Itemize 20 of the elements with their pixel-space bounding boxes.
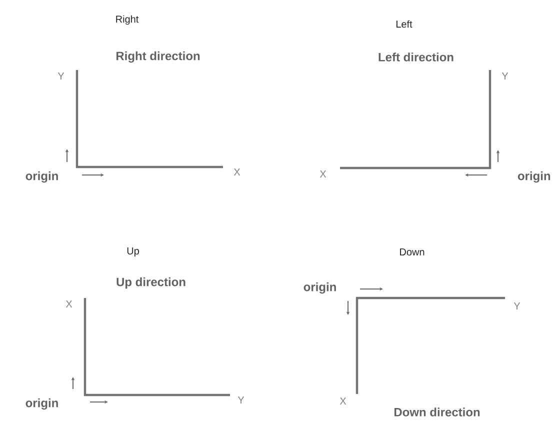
axis-label: Y — [238, 396, 244, 404]
diagram-label: origin — [518, 171, 550, 183]
diagram-label: origin — [26, 398, 58, 410]
diagram-label: origin — [26, 171, 58, 183]
axis-label: X — [66, 300, 72, 308]
diagram-label: Left direction — [378, 52, 454, 62]
diagram-label: Up direction — [116, 277, 186, 289]
axis-label: Y — [502, 72, 508, 80]
diagram-label: Down direction — [394, 408, 480, 416]
diagram-label: origin — [304, 282, 336, 294]
panel-title: Up — [127, 248, 139, 256]
axis-label: X — [234, 168, 240, 176]
axis-label: Y — [514, 302, 520, 310]
panel-title: Down — [400, 248, 424, 256]
axis-label: X — [320, 170, 326, 178]
panel-title: Right — [116, 15, 139, 25]
axis-label: Y — [58, 72, 64, 80]
panel-title: Left — [396, 20, 412, 28]
axis-label: X — [340, 398, 346, 404]
diagram-label: Right direction — [116, 51, 200, 63]
